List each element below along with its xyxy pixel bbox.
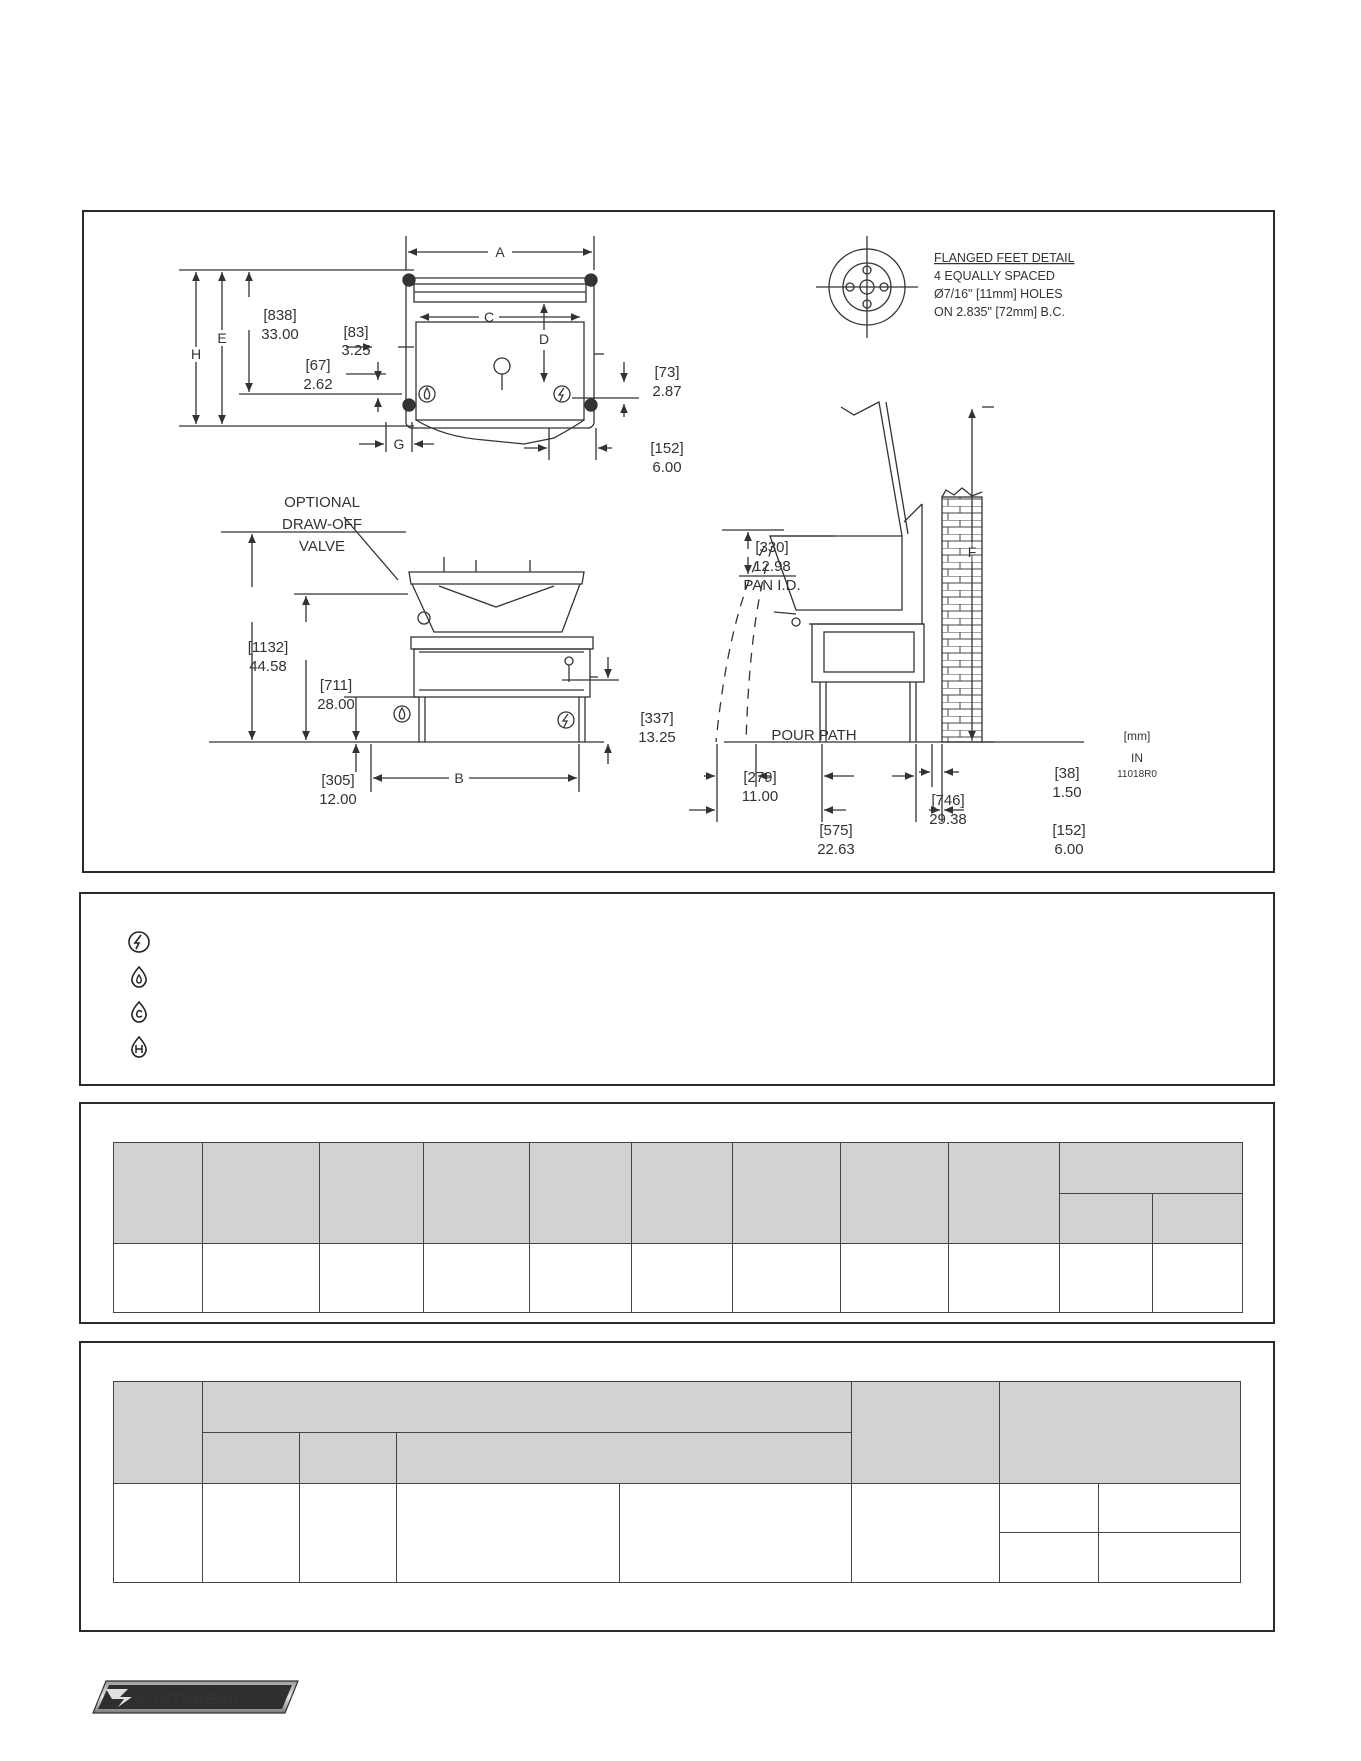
hot-water-icon: [131, 1035, 147, 1058]
dim-337-in: 13.25: [638, 729, 676, 746]
dim-38-mm: [38]: [1054, 765, 1079, 782]
top-view-gas-icon: [418, 385, 436, 403]
dim-305-mm: [305]: [321, 772, 354, 789]
southbend-logo: SOUTHBEND Since 1898: [92, 1680, 299, 1714]
table-row: [113, 1483, 1241, 1583]
dim-711-in: 28.00: [317, 696, 355, 713]
flanged-feet-line-3: ON 2.835" [72mm] B.C.: [934, 305, 1065, 319]
dims-header-cell: [528, 1142, 632, 1244]
valve-label-line-2: DRAW-OFF: [282, 516, 362, 533]
dims-header-cell: [422, 1142, 530, 1244]
dim-38-in: 1.50: [1052, 784, 1081, 801]
dims-header-cell: [201, 1142, 320, 1244]
drawing-code: 11018R0: [1117, 769, 1157, 780]
dim-83-mm: [83]: [343, 324, 368, 341]
dim-label-h: H: [191, 346, 201, 362]
dim-73-mm: [73]: [654, 364, 679, 381]
dims-header-cell: [948, 1142, 1061, 1244]
dim-305-in: 12.00: [319, 791, 357, 808]
logo-since: Since 1898: [256, 1688, 287, 1694]
util-header-cell: [999, 1381, 1241, 1484]
dim-73-in: 2.87: [652, 383, 681, 400]
dims-header-group-cell: [1059, 1142, 1243, 1194]
dim-label-a: A: [495, 244, 505, 260]
dim-746-mm: [746]: [931, 792, 964, 809]
dims-header-cell: [630, 1142, 734, 1244]
pour-path-label: POUR PATH: [771, 727, 856, 744]
util-header-cell: [851, 1381, 1001, 1484]
dim-330-in: 12.98: [753, 558, 791, 575]
table-row: [113, 1243, 1244, 1313]
technical-drawing: A C D H E G B F FLANGED FEET DETAIL 4 EQ…: [179, 236, 1157, 858]
utility-legend-panel: [79, 892, 1275, 1086]
dims-header-cell: [318, 1142, 424, 1244]
electric-icon: [128, 931, 150, 953]
util-subheader-cell: [395, 1432, 853, 1484]
flanged-feet-line-2: Ø7/16" [11mm] HOLES: [934, 287, 1063, 301]
top-view: [179, 236, 639, 460]
dim-279-mm: [279]: [743, 769, 776, 786]
dims-subheader-cell: [1059, 1193, 1153, 1244]
cold-water-icon: [131, 1000, 147, 1023]
dimensions-table-panel: [79, 1102, 1275, 1324]
dims-header-cell: [113, 1142, 203, 1244]
utilities-table: [113, 1381, 1241, 1583]
util-header-group-cell: [201, 1381, 853, 1433]
dim-67-mm: [67]: [305, 357, 330, 374]
dim-152-side-in: 6.00: [1054, 841, 1083, 858]
pan-id-label: PAN I.D.: [743, 577, 800, 594]
utilities-table-panel: [79, 1341, 1275, 1632]
flanged-feet-line-1: 4 EQUALLY SPACED: [934, 269, 1055, 283]
dim-575-mm: [575]: [819, 822, 852, 839]
logo-wordmark: SOUTHBEND: [136, 1691, 240, 1708]
dims-header-cell: [840, 1142, 950, 1244]
dim-152-top-in: 6.00: [652, 459, 681, 476]
dim-746-in: 29.38: [929, 811, 967, 828]
dim-67-in: 2.62: [303, 376, 332, 393]
dim-279-in: 11.00: [742, 788, 778, 805]
dim-label-c: C: [484, 309, 494, 325]
dim-label-e: E: [217, 330, 226, 346]
valve-label-line-1: OPTIONAL: [284, 494, 360, 511]
dim-83-in: 3.25: [341, 342, 370, 359]
dim-152-top-mm: [152]: [650, 440, 683, 457]
side-view: [689, 401, 1084, 822]
dim-1132-in: 44.58: [249, 658, 287, 675]
dim-1132-mm: [1132]: [248, 639, 289, 656]
valve-label-line-3: VALVE: [299, 538, 345, 555]
dim-152-side-mm: [152]: [1052, 822, 1085, 839]
dim-838-mm: [838]: [263, 307, 296, 324]
top-view-electric-icon: [553, 385, 571, 403]
dimensions-table: [113, 1142, 1244, 1313]
drawing-panel: A C D H E G B F FLANGED FEET DETAIL 4 EQ…: [82, 210, 1275, 873]
unit-in-label: IN: [1131, 751, 1143, 765]
dims-header-cell: [732, 1142, 842, 1244]
unit-mm-label: [mm]: [1124, 729, 1151, 743]
dim-575-in: 22.63: [817, 841, 855, 858]
front-view: [209, 516, 619, 792]
dim-label-d: D: [539, 331, 549, 347]
flanged-foot-detail: [816, 236, 918, 338]
dim-label-f: F: [968, 544, 977, 560]
table-row: [114, 1532, 1241, 1583]
util-header-cell: [113, 1381, 203, 1484]
flanged-feet-title: FLANGED FEET DETAIL: [934, 251, 1075, 265]
front-view-electric-icon: [557, 711, 575, 729]
dim-label-g: G: [394, 436, 405, 452]
dim-label-b: B: [454, 770, 463, 786]
dim-711-mm: [711]: [320, 677, 352, 694]
util-subheader-cell: [201, 1432, 300, 1484]
gas-icon: [131, 965, 147, 988]
front-view-gas-icon: [393, 705, 411, 723]
dim-337-mm: [337]: [640, 710, 673, 727]
dim-838-in: 33.00: [261, 326, 299, 343]
dim-330-mm: [330]: [755, 539, 788, 556]
util-subheader-cell: [298, 1432, 397, 1484]
dims-subheader-cell: [1151, 1193, 1244, 1244]
